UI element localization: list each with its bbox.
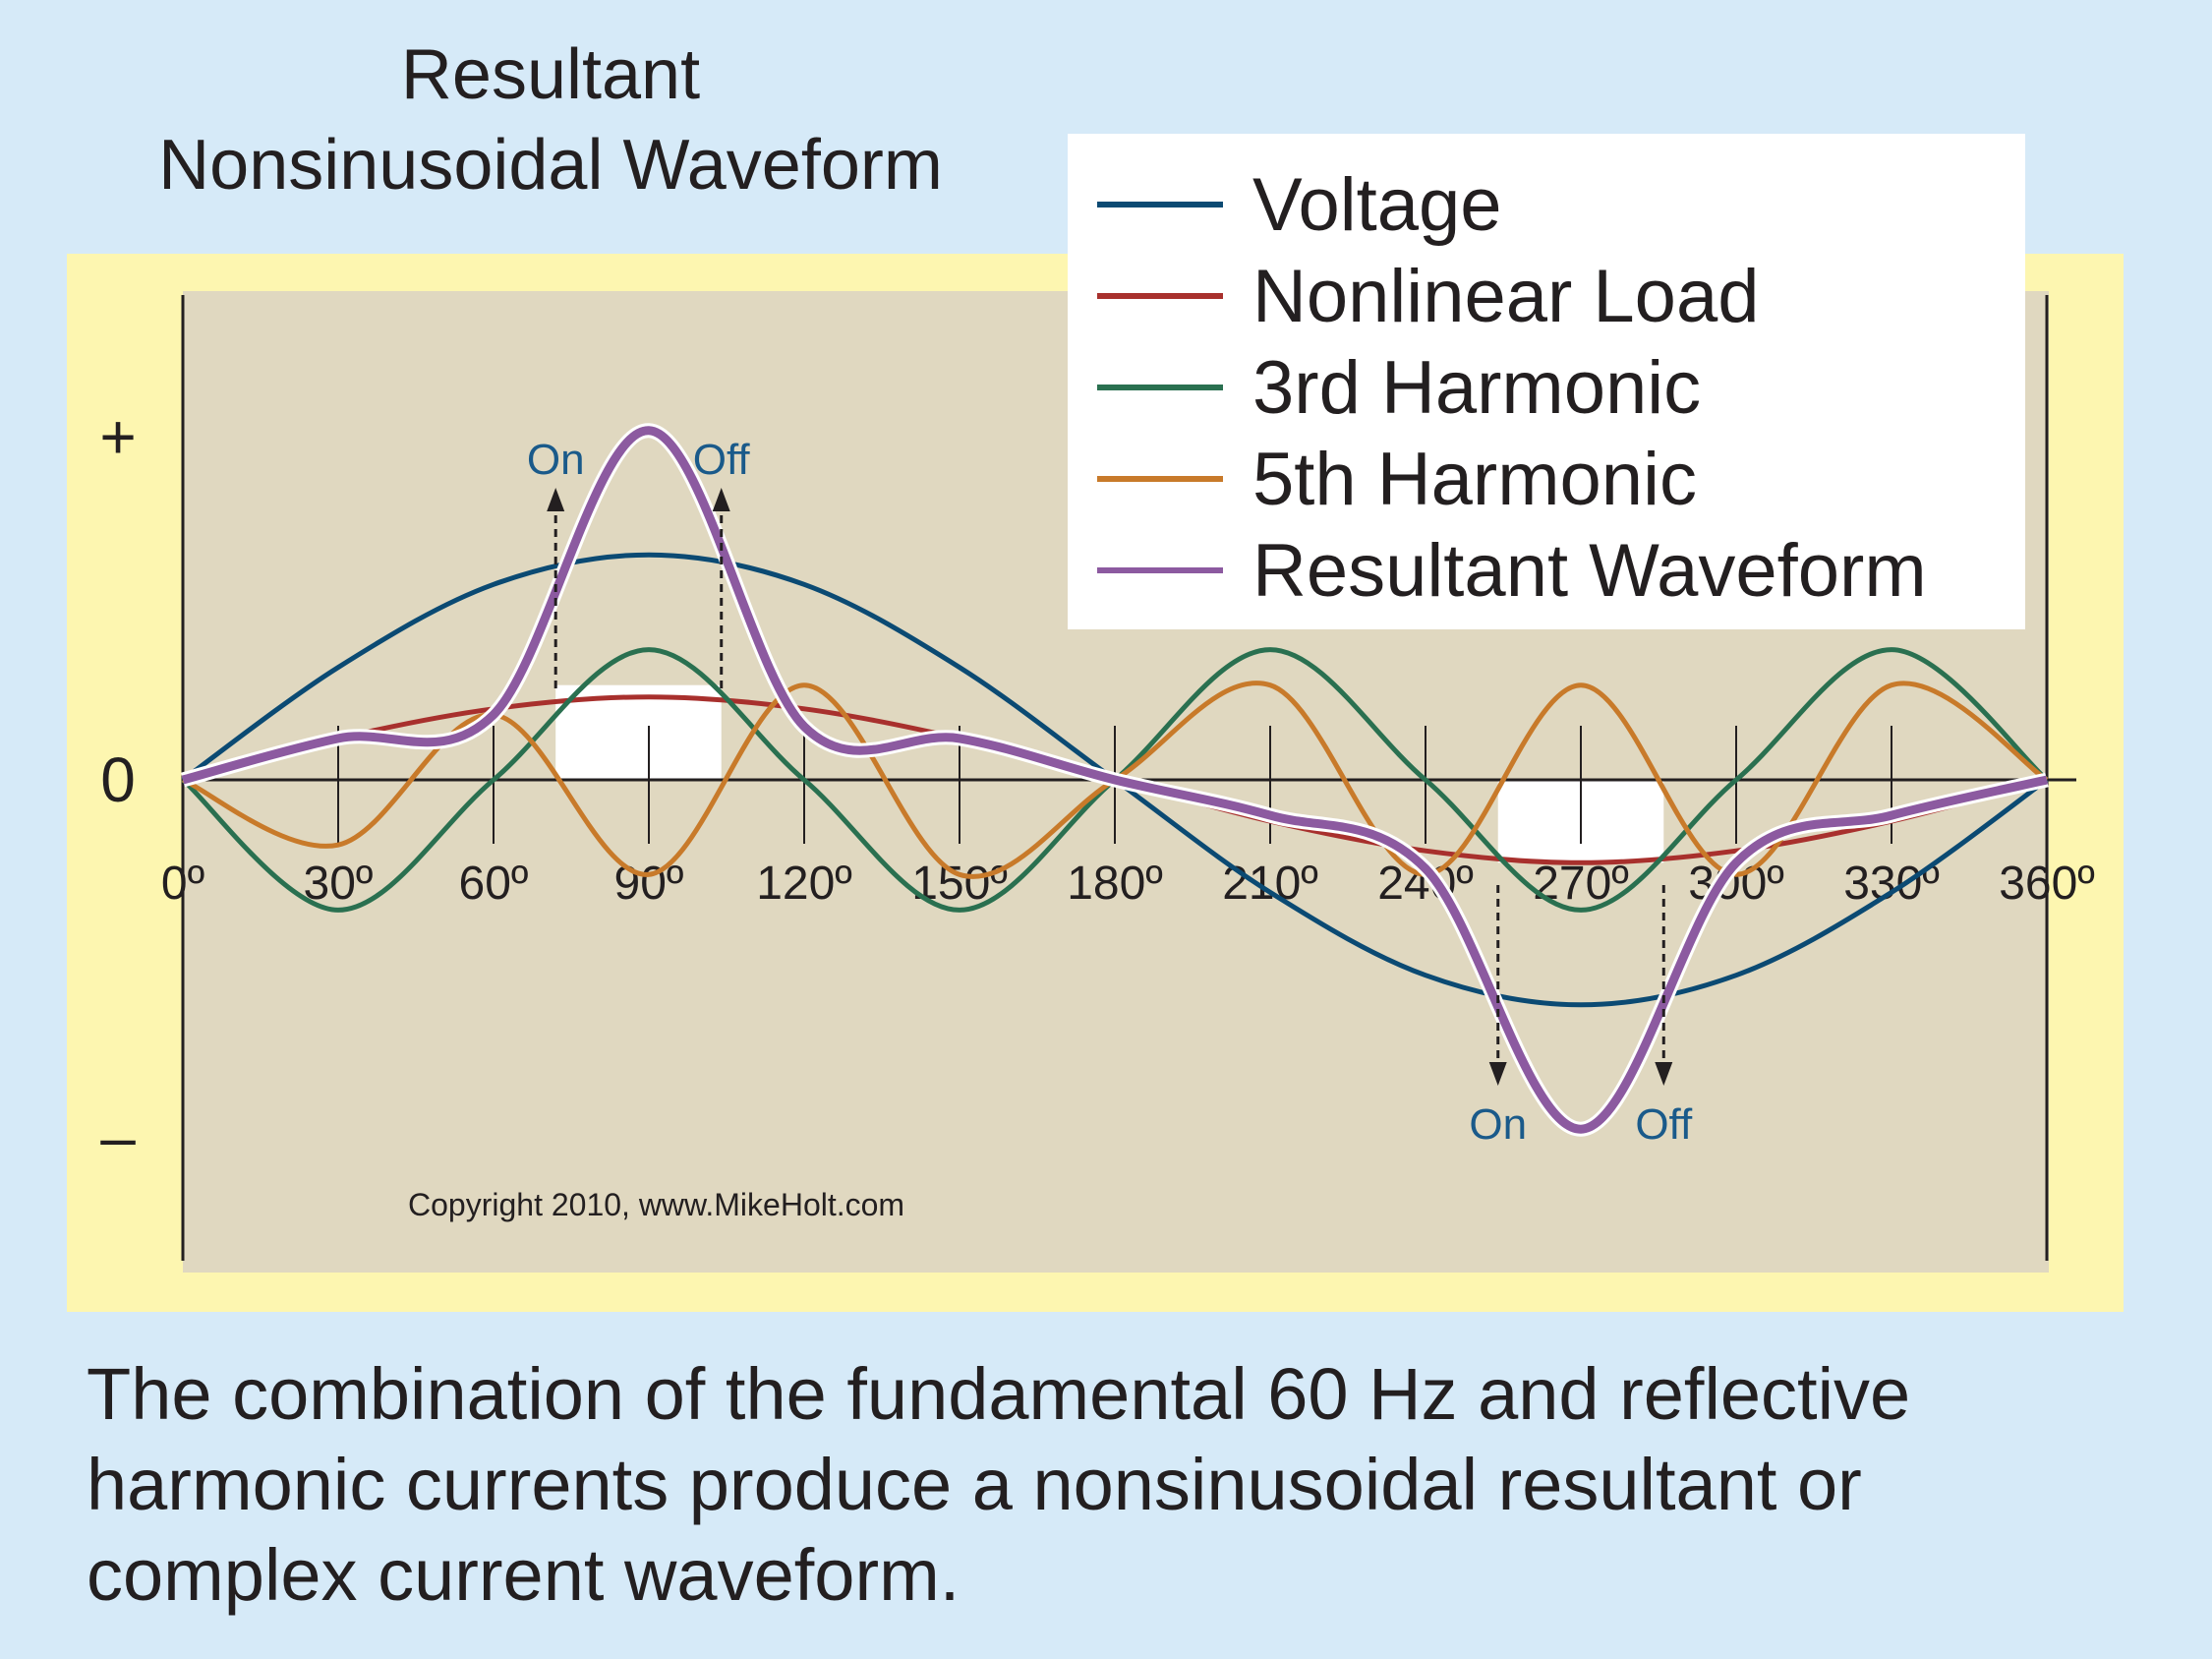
y-label-plus: +	[99, 401, 136, 472]
caption-line-3: complex current waveform.	[87, 1534, 960, 1616]
legend-label: 5th Harmonic	[1252, 438, 1697, 521]
legend-label: Voltage	[1252, 163, 1502, 247]
legend-label: Resultant Waveform	[1252, 529, 1927, 613]
arrow-down-icon	[1488, 1062, 1507, 1086]
copyright-text: Copyright 2010, www.MikeHolt.com	[408, 1187, 904, 1222]
caption-line-2: harmonic currents produce a nonsinusoida…	[87, 1444, 1862, 1525]
annotation-label: On	[527, 436, 585, 484]
legend-label: 3rd Harmonic	[1252, 346, 1701, 430]
x-tick-label: 30º	[304, 858, 374, 910]
series-line-resultant-waveform	[181, 426, 2049, 1134]
y-label-zero: 0	[100, 744, 136, 815]
x-tick-label: 180º	[1067, 858, 1163, 910]
caption: The combination of the fundamental 60 Hz…	[87, 1349, 2171, 1621]
annotation-label: Off	[693, 436, 751, 484]
arrow-up-icon	[712, 488, 730, 511]
annotation-label: Off	[1635, 1100, 1693, 1149]
caption-line-1: The combination of the fundamental 60 Hz…	[87, 1353, 1911, 1435]
arrow-up-icon	[547, 488, 565, 511]
x-tick-label: 60º	[459, 858, 529, 910]
annotation-label: On	[1469, 1100, 1527, 1149]
arrow-down-icon	[1655, 1062, 1673, 1086]
title-line-2: Nonsinusoidal Waveform	[158, 126, 943, 205]
legend-box	[1068, 134, 2025, 629]
y-label-minus: –	[100, 1101, 136, 1172]
title-line-1: Resultant	[400, 35, 701, 114]
chart-title: Resultant Nonsinusoidal Waveform	[59, 30, 1042, 210]
x-tick-label: 330º	[1843, 858, 1940, 910]
series-line-5th-harmonic	[181, 681, 2049, 879]
x-tick-label: 0º	[161, 858, 204, 910]
legend-label: Nonlinear Load	[1252, 255, 1760, 338]
series-lines	[181, 423, 2049, 1137]
x-tick-label: 210º	[1222, 858, 1318, 910]
x-tick-label: 120º	[756, 858, 852, 910]
x-tick-label: 360º	[1999, 858, 2095, 910]
